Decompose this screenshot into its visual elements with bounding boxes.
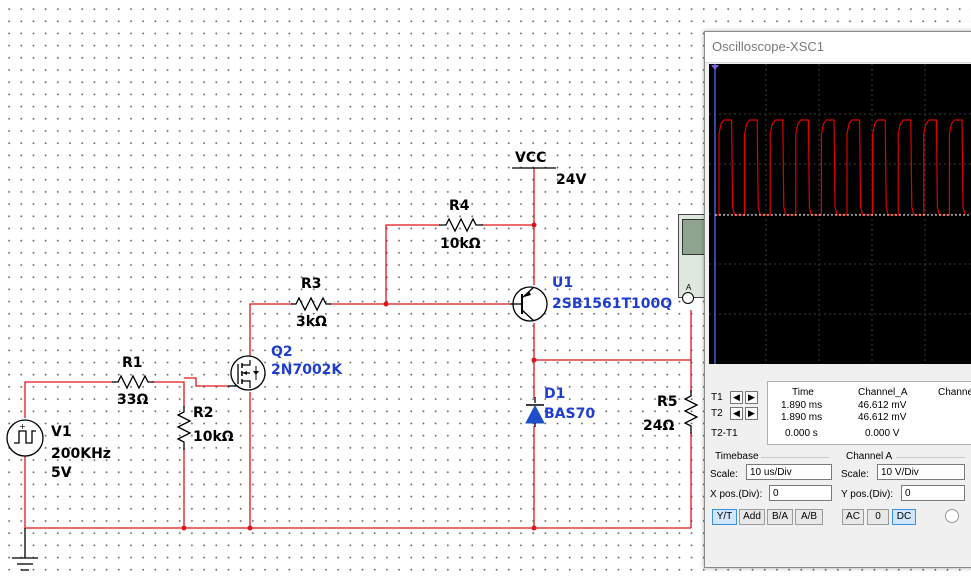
resistor-r2-icon[interactable] (176, 406, 192, 450)
r3-ref: R3 (301, 276, 322, 292)
r1-value: 33Ω (117, 392, 149, 408)
r4-value: 10kΩ (440, 236, 481, 252)
mode-ba-button[interactable]: B/A (767, 509, 793, 525)
resistor-r3-icon[interactable] (291, 296, 331, 312)
delta-ch-a: 0.000 V (865, 428, 900, 439)
resistor-r5-icon[interactable] (683, 390, 699, 434)
svg-text:+: + (19, 422, 26, 431)
t2-t1-label: T2-T1 (711, 428, 738, 439)
resistor-r1-icon[interactable] (112, 374, 154, 390)
timebase-scale-label: Scale: (710, 469, 738, 480)
v1-freq: 200KHz (51, 446, 111, 462)
time-header: Time (792, 387, 814, 398)
radio-icon[interactable] (945, 509, 959, 523)
d1-ref: D1 (544, 386, 566, 402)
bjt-u1-icon[interactable] (508, 283, 548, 325)
t2-ch-a: 46.612 mV (858, 412, 907, 423)
r3-value: 3kΩ (296, 314, 327, 330)
window-title: Oscilloscope-XSC1 (712, 39, 824, 54)
xpos-label: X pos.(Div): (710, 489, 763, 500)
channel-a-trace (715, 119, 966, 216)
coupling-zero-button[interactable]: 0 (867, 509, 889, 525)
xpos-input[interactable]: 0 (769, 485, 832, 501)
measurement-readout: Time Channel_A Channe 1.890 ms 46.612 mV… (767, 381, 971, 445)
q2-ref: Q2 (271, 344, 293, 360)
channel-b-header: Channe (938, 387, 971, 398)
channel-a-scale-label: Scale: (841, 469, 869, 480)
timebase-heading: Timebase (715, 451, 759, 462)
t1-ch-a: 46.612 mV (858, 400, 907, 411)
mode-ab-button[interactable]: A/B (795, 509, 823, 525)
mode-yt-button[interactable]: Y/T (712, 509, 737, 525)
r4-ref: R4 (449, 198, 470, 214)
channel-a-heading: Channel A (846, 451, 893, 462)
r1-ref: R1 (122, 355, 143, 371)
channel-a-header: Channel_A (858, 387, 908, 398)
t1-left-arrow-icon[interactable]: ◀ (730, 391, 743, 404)
timebase-scale-input[interactable]: 10 us/Div (746, 464, 832, 480)
q2-part: 2N7002K (271, 362, 343, 378)
resistor-r4-icon[interactable] (439, 217, 483, 233)
mosfet-q2-icon[interactable] (226, 354, 270, 394)
u1-ref: U1 (552, 275, 574, 291)
d1-part: BAS70 (544, 406, 596, 422)
t1-time: 1.890 ms (781, 400, 823, 411)
ypos-input[interactable]: 0 (901, 485, 965, 501)
scope-grid (709, 64, 971, 364)
title-bar[interactable]: Oscilloscope-XSC1 (705, 32, 971, 63)
t2-right-arrow-icon[interactable]: ▶ (745, 407, 758, 420)
t2-label: T2 (711, 408, 723, 419)
coupling-dc-button[interactable]: DC (892, 509, 916, 525)
coupling-ac-button[interactable]: AC (842, 509, 864, 525)
r2-ref: R2 (193, 405, 214, 421)
v1-amp: 5V (51, 465, 72, 481)
oscilloscope-window[interactable]: Oscilloscope-XSC1 T1 ◀ ▶ T2 ◀ ▶ T2-T1 (704, 31, 971, 568)
t2-left-arrow-icon[interactable]: ◀ (730, 407, 743, 420)
r5-value: 24Ω (643, 418, 675, 434)
channel-a-scale-input[interactable]: 10 V/Div (877, 464, 965, 480)
mode-add-button[interactable]: Add (739, 509, 765, 525)
t1-label: T1 (711, 392, 723, 403)
u1-part: 2SB1561T100Q (552, 296, 673, 312)
r2-value: 10kΩ (193, 429, 234, 445)
delta-time: 0.000 s (785, 428, 818, 439)
pulse-source-icon[interactable]: + (5, 418, 47, 460)
vcc-voltage: 24V (556, 172, 587, 188)
t2-time: 1.890 ms (781, 412, 823, 423)
ypos-label: Y pos.(Div): (841, 489, 894, 500)
diode-d1-icon[interactable] (524, 397, 546, 427)
r5-ref: R5 (657, 394, 678, 410)
scope-display[interactable] (709, 64, 971, 364)
t1-right-arrow-icon[interactable]: ▶ (745, 391, 758, 404)
vcc-label: VCC (515, 150, 547, 166)
v1-ref: V1 (51, 424, 72, 440)
